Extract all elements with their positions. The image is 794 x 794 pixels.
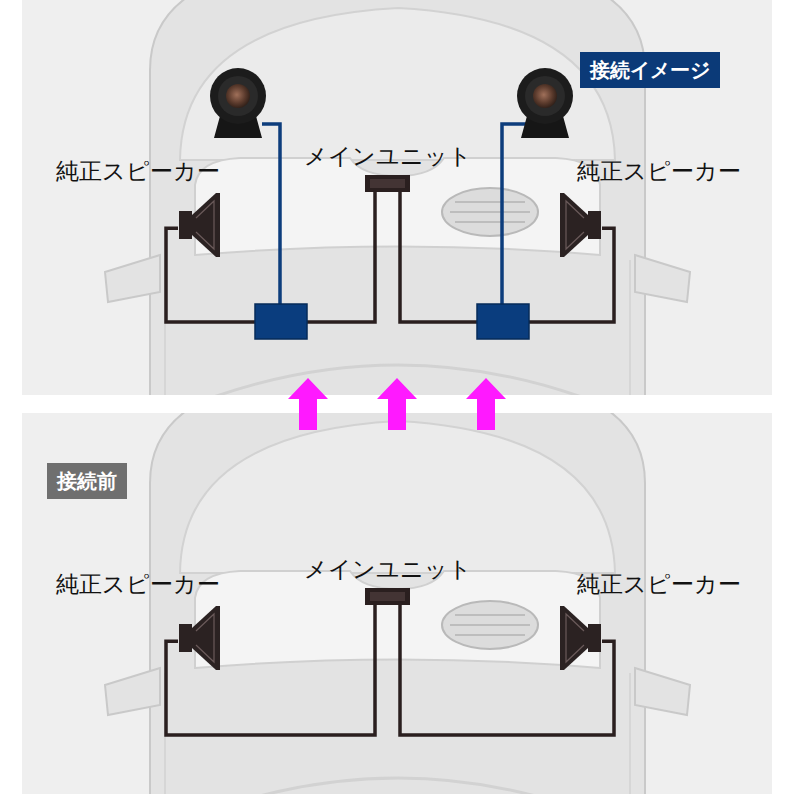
speaker-symbol [560, 605, 602, 671]
speaker-symbol [178, 192, 220, 258]
main-unit: メインユニット [365, 588, 410, 605]
badge-text: 接続前 [57, 469, 117, 493]
speaker-cone-edge [196, 201, 214, 249]
unit-face [370, 592, 405, 601]
door-speaker: 純正スピーカー [560, 605, 602, 671]
main-unit: メインユニット [365, 175, 410, 192]
speaker-label: 純正スピーカー [56, 569, 220, 599]
speaker-label: 純正スピーカー [577, 156, 741, 186]
tweeter-wire [502, 124, 533, 304]
up-arrows [288, 378, 506, 430]
section-badge: 接続前 [47, 463, 127, 499]
speaker-wire [166, 192, 375, 322]
tweeter [517, 68, 573, 138]
door-speaker: 純正スピーカー [178, 192, 220, 258]
speaker-cone-edge [196, 614, 214, 662]
door-speaker: 純正スピーカー [178, 605, 220, 671]
speaker-cone [560, 193, 588, 257]
speaker-cone [192, 193, 220, 257]
speaker-label: 純正スピーカー [56, 156, 220, 186]
car-body [105, 413, 690, 794]
speaker-magnet [179, 211, 192, 239]
speaker-shape [179, 193, 220, 257]
speaker-shape [560, 193, 601, 257]
speaker-magnet [588, 624, 601, 652]
tweeter-wire [262, 124, 280, 304]
speaker-wire [166, 605, 375, 735]
door-speaker: 純正スピーカー [560, 192, 602, 258]
speaker-wire [400, 605, 614, 735]
up-arrow [288, 378, 328, 430]
tweeter [210, 68, 266, 138]
speaker-shape [560, 606, 601, 670]
speaker-symbol [560, 192, 602, 258]
speaker-label: 純正スピーカー [577, 569, 741, 599]
speaker-symbol [178, 605, 220, 671]
section-badge: 接続イメージ [580, 52, 720, 88]
up-arrow [377, 378, 417, 430]
speaker-cone-edge [566, 201, 584, 249]
speaker-cone [192, 606, 220, 670]
speaker-magnet [179, 624, 192, 652]
speaker-cone [560, 606, 588, 670]
speaker-magnet [588, 211, 601, 239]
crossover-box [477, 304, 529, 339]
unit-label: メインユニット [304, 554, 472, 584]
badge-text: 接続イメージ [590, 58, 710, 82]
speaker-cone-edge [566, 614, 584, 662]
unit-label: メインユニット [304, 141, 472, 171]
unit-face [370, 179, 405, 188]
crossover-box [255, 304, 307, 339]
up-arrow [466, 378, 506, 430]
car-body [105, 0, 690, 395]
speaker-shape [179, 606, 220, 670]
speaker-wire [400, 192, 614, 322]
